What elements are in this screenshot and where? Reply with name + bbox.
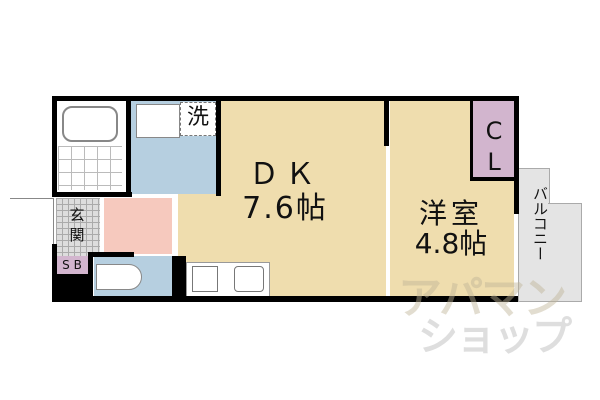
washer-box (180, 102, 216, 136)
dk-name: ＤＫ (249, 157, 321, 192)
western-size: 4.8帖 (414, 227, 488, 260)
closet-label-l: L (487, 148, 501, 177)
kitchen-sink-icon (234, 266, 264, 292)
entrance (56, 198, 100, 256)
shoe-box-label: S B (62, 258, 82, 272)
balcony-label: バルコニー (531, 186, 549, 261)
wall (88, 252, 134, 257)
shoe-box (56, 256, 88, 274)
balcony-outer (548, 203, 582, 302)
watermark-logo-2: ショップ (418, 314, 572, 360)
entrance-label: 玄 関 (66, 206, 88, 245)
wall (470, 177, 518, 181)
closet (472, 100, 514, 180)
wall (126, 96, 131, 194)
dk-label: ＤＫ 7.6帖 (210, 160, 360, 224)
toilet-icon (96, 264, 142, 290)
wall (52, 244, 57, 302)
wall (384, 96, 389, 146)
wall (52, 96, 57, 196)
watermark-logo: アパマン (398, 273, 567, 324)
hall (104, 198, 172, 254)
bath-tile-area (58, 146, 122, 190)
washroom-label: 洗 (186, 105, 209, 130)
entrance-label-2: 関 (69, 225, 85, 244)
western-label: 洋室 4.8帖 (396, 200, 506, 258)
wall (52, 274, 92, 302)
entrance-door[interactable] (10, 198, 54, 244)
sink-icon (136, 104, 180, 138)
bathtub-icon (62, 106, 118, 142)
wall (52, 296, 518, 302)
closet-label: C L (476, 116, 512, 178)
wall (216, 96, 221, 196)
stove-icon (192, 266, 218, 292)
wall (514, 96, 519, 214)
western-name: 洋室 (418, 197, 483, 230)
entrance-label-1: 玄 (69, 206, 85, 224)
closet-label-c: C (485, 117, 503, 145)
dk-size: 7.6帖 (242, 191, 328, 226)
wall (470, 96, 473, 180)
balcony (518, 168, 550, 302)
wall (172, 256, 186, 300)
wall (52, 192, 132, 197)
wall (52, 96, 518, 101)
